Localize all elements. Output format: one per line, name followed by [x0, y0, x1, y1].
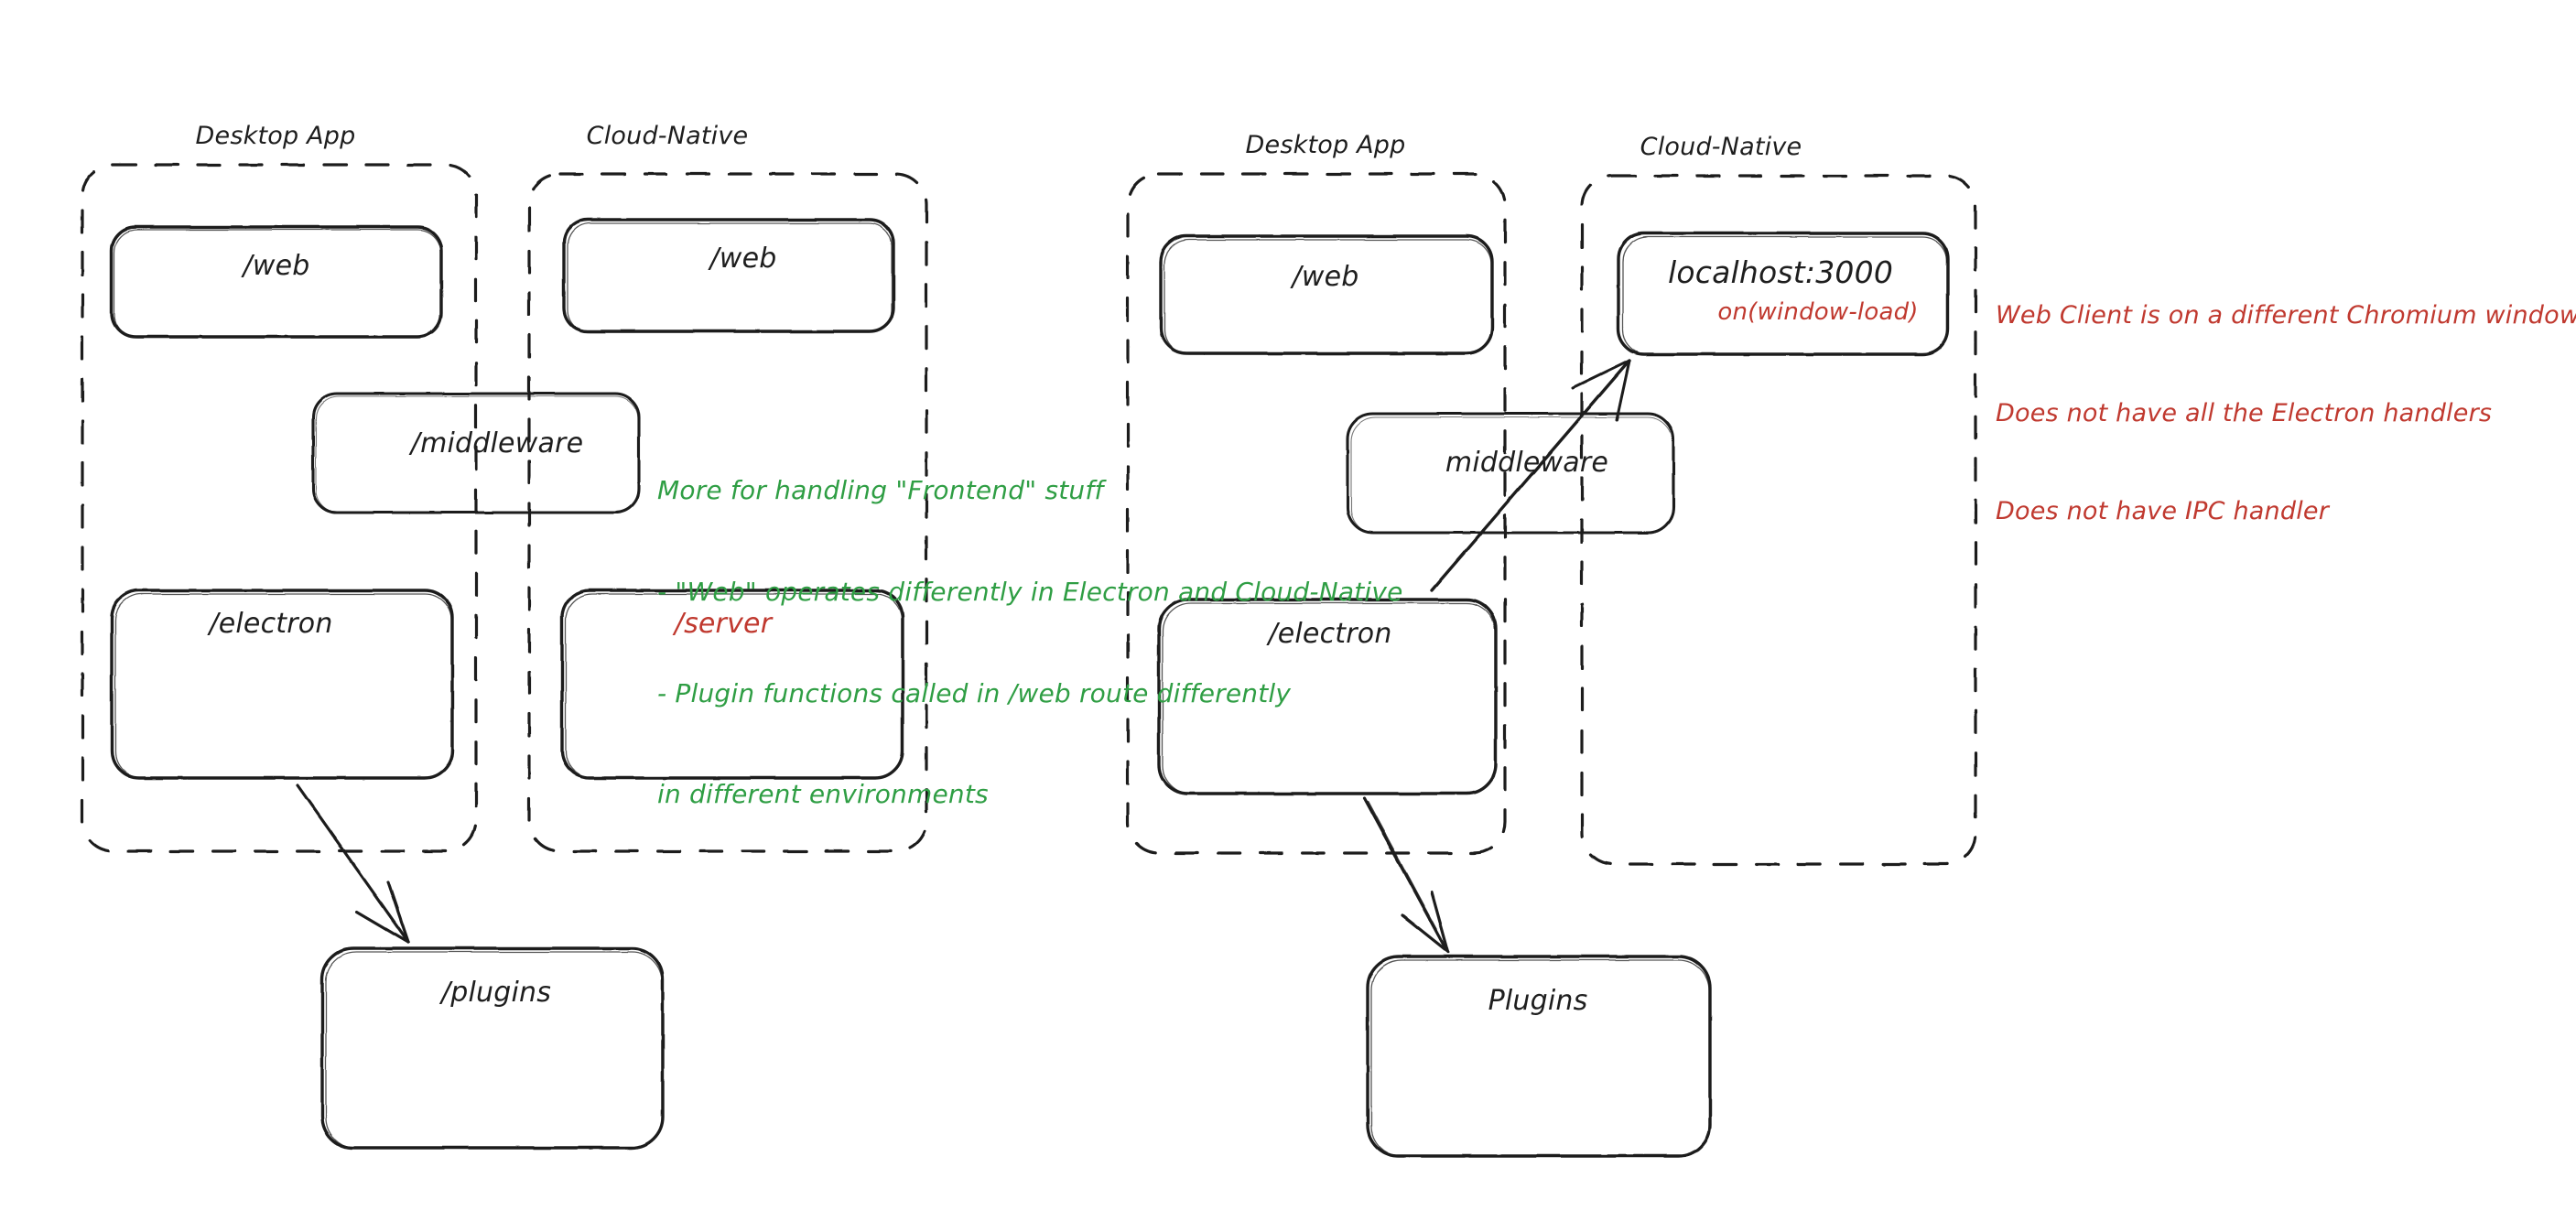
- right-electron-to-plugins-arrow: [1362, 796, 1450, 954]
- right-desktop-group-border: [1126, 172, 1507, 855]
- right-electron-label: /electron: [1268, 618, 1392, 650]
- red-note-line-3: Does not have IPC handler: [1996, 497, 2330, 525]
- right-plugins-label: Plugins: [1488, 985, 1588, 1017]
- left-cloud-web-label: /web: [709, 243, 777, 275]
- right-cloud-group-title: Cloud-Native: [1640, 133, 1802, 161]
- left-electron-to-plugins-arrow: [296, 784, 410, 944]
- left-desktop-group-title: Desktop App: [195, 122, 356, 150]
- left-plugins-label: /plugins: [440, 977, 552, 1009]
- right-electron-to-localhost-arrow: [1430, 359, 1631, 592]
- left-cloud-group-title: Cloud-Native: [586, 122, 749, 150]
- left-desktop-web-label: /web: [243, 250, 310, 282]
- red-note-line-2: Does not have all the Electron handlers: [1996, 399, 2493, 428]
- right-middleware-box-border: [1346, 412, 1675, 535]
- right-desktop-web-label: /web: [1292, 261, 1359, 293]
- right-localhost-label: localhost:3000: [1667, 254, 1894, 290]
- left-cloud-web-box-border: [562, 218, 895, 333]
- left-middleware-label: /middleware: [410, 427, 584, 459]
- right-cloud-group-border: [1580, 174, 1977, 866]
- right-desktop-web-box-border: [1159, 234, 1494, 355]
- right-plugins-box-border: [1366, 955, 1712, 1158]
- left-plugins-box-border: [320, 946, 665, 1150]
- right-middleware-label: middleware: [1445, 447, 1609, 479]
- red-note: Web Client is on a different Chromium wi…: [1996, 234, 2576, 593]
- right-localhost-sublabel: on(window-load): [1717, 298, 1919, 326]
- left-server-box-border: [560, 589, 904, 780]
- green-note-line-3: - Plugin functions called in /web route …: [657, 677, 1292, 708]
- left-desktop-web-box-border: [110, 225, 443, 339]
- green-note-line-1: More for handling "Frontend" stuff: [657, 474, 1104, 505]
- left-middleware-box-border: [311, 392, 641, 514]
- green-note-line-2: - "Web" operates differently in Electron…: [657, 576, 1403, 607]
- left-server-label: /server: [674, 608, 773, 640]
- right-electron-box-border: [1157, 598, 1498, 795]
- right-desktop-group-title: Desktop App: [1245, 131, 1406, 159]
- red-note-line-1: Web Client is on a different Chromium wi…: [1996, 301, 2576, 330]
- right-localhost-box-border: [1617, 232, 1950, 356]
- green-note: More for handling "Frontend" stuff - "We…: [657, 406, 1403, 880]
- left-electron-label: /electron: [209, 608, 333, 640]
- left-desktop-group-border: [81, 163, 478, 853]
- green-note-line-4: in different environments: [657, 779, 989, 810]
- left-electron-box-border: [110, 589, 454, 780]
